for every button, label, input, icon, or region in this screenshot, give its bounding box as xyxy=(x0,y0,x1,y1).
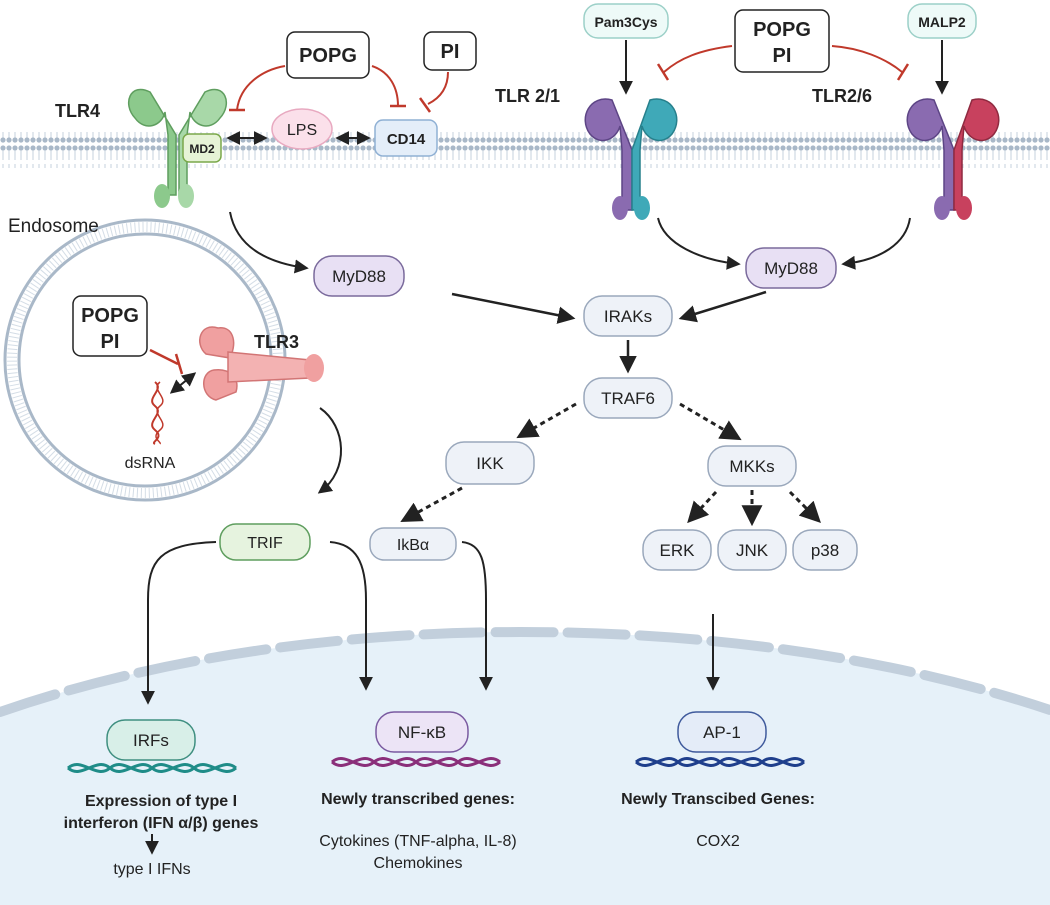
tlr26-label: TLR2/6 xyxy=(812,86,872,106)
popg-label-tlr3: POPG xyxy=(81,305,139,327)
cd14-label: CD14 xyxy=(387,131,426,148)
endosome-label: Endosome xyxy=(8,216,99,237)
tlr3-label: TLR3 xyxy=(254,332,299,352)
p38-node xyxy=(792,529,858,571)
ap1-label: AP-1 xyxy=(703,723,741,742)
md2-box xyxy=(182,133,222,163)
popg-pi-box-tlr2 xyxy=(734,9,830,73)
lps-node xyxy=(271,108,333,150)
jnk-label: JNK xyxy=(736,541,769,560)
myd88-right-to-irak-arrow xyxy=(678,290,767,323)
tlr3-receptor xyxy=(199,326,324,401)
jnk-node xyxy=(717,529,787,571)
tlr21-receptor xyxy=(584,98,678,220)
ap1-node xyxy=(677,711,767,753)
trif-label: TRIF xyxy=(247,535,283,552)
p38-label: p38 xyxy=(811,541,839,560)
ap1-output-line1: COX2 xyxy=(696,833,740,850)
popg-inhibits-tlr4 xyxy=(236,65,286,111)
ikba-label: IkBα xyxy=(397,537,429,554)
ap1-output-title: Newly Transcibed Genes: xyxy=(621,791,815,808)
inhibit-bar xyxy=(174,353,184,375)
pi-inhibits-cd14 xyxy=(427,71,449,105)
inhibit-bar xyxy=(656,63,670,81)
ikba-to-nfkb-arrow xyxy=(461,541,493,691)
dsrna-strand-2 xyxy=(155,381,164,445)
mkks-label: MKKs xyxy=(729,457,774,476)
popg-inhibits-tlr26 xyxy=(831,45,903,73)
tlr26-to-myd88-arrow xyxy=(841,217,911,270)
malp2-box xyxy=(907,3,977,39)
myd88-node-left xyxy=(313,255,405,297)
pi-box-tlr4 xyxy=(423,31,477,71)
pi-label-tlr2: PI xyxy=(773,45,792,67)
inhibit-bar xyxy=(418,97,432,113)
md2-label: MD2 xyxy=(189,142,215,156)
erk-node xyxy=(642,529,712,571)
popg-label-tlr2: POPG xyxy=(753,19,811,41)
plasma-membrane xyxy=(0,132,1050,168)
dsrna-label: dsRNA xyxy=(125,455,176,472)
pam3cys-box xyxy=(583,3,669,39)
popg-pi-box-tlr3 xyxy=(72,295,148,357)
trif-to-irfs-arrow xyxy=(141,541,217,705)
mkks-to-p38-arrow xyxy=(788,490,821,523)
myd88-label-right: MyD88 xyxy=(764,259,818,278)
nfkb-output-title: Newly transcribed genes: xyxy=(321,791,515,808)
irak-label: IRAKs xyxy=(604,307,652,326)
dna-ap1 xyxy=(635,757,805,767)
inhibit-bar xyxy=(896,63,910,81)
erk-label: ERK xyxy=(660,541,696,560)
traf6-to-mkks-arrow xyxy=(679,402,742,441)
irfs-label: IRFs xyxy=(133,731,169,750)
trif-to-nfkb-arrow xyxy=(329,541,373,691)
popg-inhibits-tlr3 xyxy=(149,348,179,366)
dna-irf xyxy=(67,763,237,773)
traf6-to-ikk-arrow xyxy=(516,402,577,439)
cd14-box xyxy=(374,119,438,157)
popg-inhibits-cd14 xyxy=(371,65,399,107)
tlr26-receptor xyxy=(906,98,1000,220)
nuclear-envelope xyxy=(0,626,1050,717)
nucleus xyxy=(0,632,1050,905)
ikba-node xyxy=(369,527,457,561)
nfkb-node xyxy=(375,711,469,753)
pi-label-tlr4: PI xyxy=(441,41,460,63)
myd88-left-to-irak-arrow xyxy=(451,292,576,324)
irf-product: type I IFNs xyxy=(113,861,190,878)
tlr21-to-myd88-arrow xyxy=(657,217,741,270)
popg-box-tlr4 xyxy=(286,31,370,79)
ikk-node xyxy=(445,441,535,485)
dsrna-tlr3-link xyxy=(169,372,197,394)
tlr4-to-myd88-arrow xyxy=(229,211,309,274)
mkks-to-erk-arrow xyxy=(687,490,718,524)
irf-output-title-2: interferon (IFN α/β) genes xyxy=(64,815,259,832)
popg-label-tlr4: POPG xyxy=(299,45,357,67)
pi-label-tlr3: PI xyxy=(101,331,120,353)
irf-output-title-1: Expression of type I xyxy=(85,793,237,810)
trif-node xyxy=(219,523,311,561)
popg-inhibits-tlr21 xyxy=(663,45,733,73)
mkks-node xyxy=(707,445,797,487)
dna-nfkb xyxy=(331,757,501,767)
pam3cys-label: Pam3Cys xyxy=(594,14,657,30)
irak-node xyxy=(583,295,673,337)
irfs-node xyxy=(106,719,196,761)
lps-label: LPS xyxy=(287,122,317,139)
malp2-label: MALP2 xyxy=(918,14,966,30)
myd88-node-right xyxy=(745,247,837,289)
nfkb-output-line2: Chemokines xyxy=(374,855,463,872)
tlr3-to-trif-arrow xyxy=(317,407,342,494)
ikk-to-ikba-arrow xyxy=(400,486,463,523)
traf6-node xyxy=(583,377,673,419)
ikk-label: IKK xyxy=(476,454,504,473)
tlr4-receptor xyxy=(127,88,228,208)
traf6-label: TRAF6 xyxy=(601,389,655,408)
myd88-label-left: MyD88 xyxy=(332,267,386,286)
tlr4-label: TLR4 xyxy=(55,101,100,121)
tlr21-label: TLR 2/1 xyxy=(495,86,560,106)
nfkb-label: NF-κB xyxy=(398,723,446,742)
nfkb-output-line1: Cytokines (TNF-alpha, IL-8) xyxy=(319,833,516,850)
